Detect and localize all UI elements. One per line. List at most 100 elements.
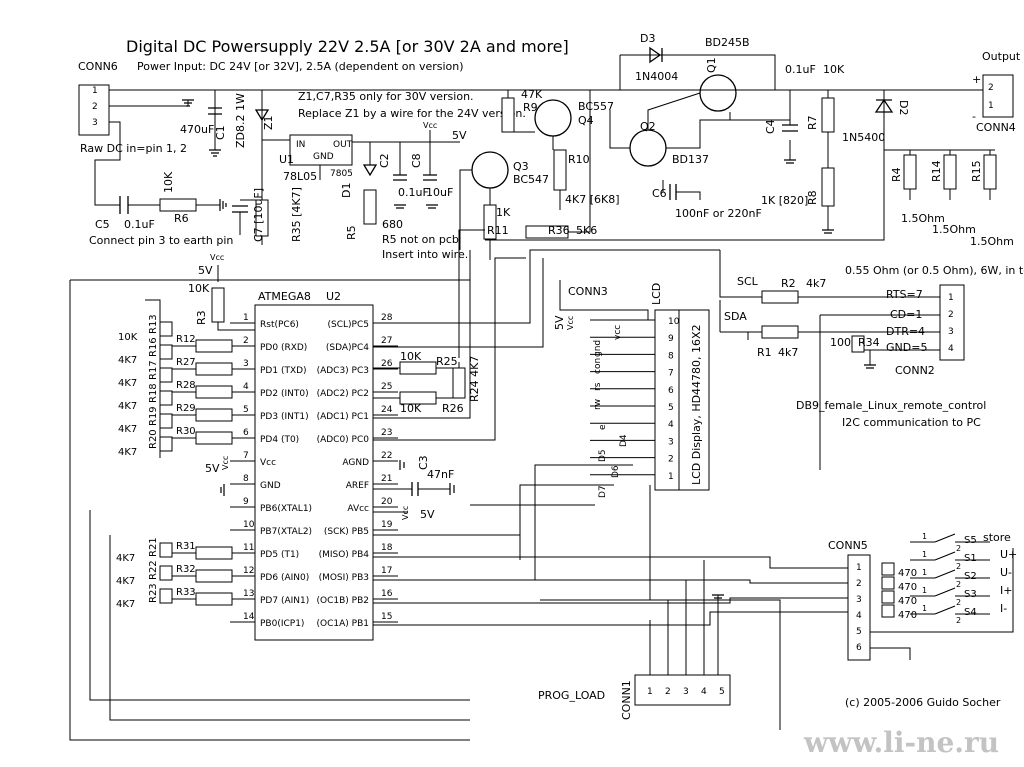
mcu-pin-number: 2 [243, 336, 249, 346]
lcd-signal-label: D5 [598, 449, 608, 462]
lcd-signal-label: D6 [611, 465, 621, 478]
iplus-label: I+ [1000, 584, 1012, 597]
mcu-pin-name: PD5 (T1) [260, 550, 299, 560]
pd-series-resistor [195, 408, 233, 422]
r6-value: 10K [162, 171, 175, 193]
c3-label: C3 [417, 455, 430, 470]
r26-label: R26 [442, 402, 464, 415]
d3-loop [619, 54, 776, 90]
mcu-pin-name: Rst(PC6) [260, 320, 299, 330]
q2-transistor [629, 129, 667, 167]
c6-value: 100nF or 220nF [675, 207, 762, 220]
lcd-connector [654, 309, 680, 491]
r36-label: R36 [548, 224, 570, 237]
mcu-pin-name: GND [260, 481, 281, 491]
driver-wires [459, 90, 591, 260]
z1-value: ZD8.2 1W [234, 93, 247, 148]
z1-lead [261, 90, 290, 141]
c5-label: C5 [95, 218, 110, 231]
agnd-symbol [399, 460, 405, 470]
q2-type: BD137 [672, 153, 709, 166]
mcu-pin-number: 4 [243, 382, 249, 392]
c3-ground [449, 483, 455, 495]
r24-label: R24 4K7 [468, 356, 481, 402]
lcd-pin-number: 5 [668, 403, 674, 413]
pd-pullup-resistor-value: 4K7 [116, 599, 135, 610]
r15-label: R15 [970, 160, 983, 182]
switch-resistor [881, 562, 895, 576]
earth-note: Connect pin 3 to earth pin [89, 234, 233, 247]
lcd-pin-number: 10 [668, 317, 680, 327]
switch-blade [934, 569, 956, 579]
switch-pin-1: 1 [922, 586, 927, 595]
c4-value: 0.1uF [785, 63, 816, 76]
output-label: Output [982, 50, 1021, 63]
pd-pullup-resistor-label: R18 [148, 383, 159, 403]
mcu-pin-name: PB6(XTAL1) [260, 504, 312, 514]
mcu-pin-number: 6 [243, 428, 249, 438]
mcu-pin-name: Vcc [260, 458, 276, 468]
mcu-pin-number: 28 [381, 313, 393, 323]
power-stage-wires [609, 89, 940, 149]
pd-pullup-resistor [159, 344, 173, 360]
lcd-signal-label: rs [593, 382, 603, 391]
conn1-pin-number: 3 [683, 687, 689, 697]
mcu-pin-number: 11 [243, 543, 254, 553]
r3-label: R3 [195, 310, 208, 325]
r25-label: R25 [436, 355, 458, 368]
mcu-pin-name: PB7(XTAL2) [260, 527, 312, 537]
r7-label: R7 [806, 115, 819, 130]
mcu-gnd-symbol [220, 484, 225, 496]
d1-led-symbol [362, 164, 378, 177]
conn1-label: CONN1 [620, 680, 633, 720]
switch-pin-1: 1 [922, 550, 927, 559]
c7-symbol [232, 205, 248, 213]
lcd-signal-label: rw [593, 399, 603, 410]
q3-transistor [471, 151, 509, 189]
pd-series-resistor-label: R30 [176, 426, 196, 437]
mcu-pin-number: 21 [381, 474, 392, 484]
mcu-pin-number: 20 [381, 497, 393, 507]
conn1-body [634, 674, 731, 706]
conn2-wires [719, 250, 940, 470]
d3-symbol [649, 46, 663, 64]
switch-resistor-value: 470 [898, 596, 917, 607]
conn1-wires [649, 560, 719, 675]
r3-value: 10K [188, 282, 210, 295]
conn2-body [939, 284, 965, 361]
u1-vcc: Vcc [423, 121, 437, 130]
r8-resistor [821, 167, 835, 207]
c1-value: 470uF [180, 123, 214, 136]
mcu-pin-number: 14 [243, 612, 255, 622]
pd-pullup-resistor-value: 4K7 [118, 447, 137, 458]
switch-pin-1: 1 [922, 568, 927, 577]
pd-pullup-resistor [159, 390, 173, 406]
switch-blade [934, 587, 956, 597]
pd-series-resistor-label: R28 [176, 380, 196, 391]
switch-pin-2: 2 [956, 598, 961, 607]
conn4-pin2: 2 [988, 83, 994, 93]
r5-label: R5 [345, 225, 358, 240]
u1-gnd: GND [313, 152, 334, 162]
conn2-label: CONN2 [895, 364, 935, 377]
c8-label: C8 [410, 153, 423, 168]
r25-resistor [399, 361, 437, 375]
power-grounds [784, 159, 834, 234]
conn2-pin-number: 1 [948, 293, 954, 303]
switch-resistor-value: 470 [898, 610, 917, 621]
c5-symbol [119, 196, 129, 214]
pd-pullup-resistor-label: R20 [148, 429, 159, 449]
pd-series-resistor-label: R33 [176, 587, 196, 598]
conn1-pin-number: 2 [665, 687, 671, 697]
c4-symbol [782, 124, 798, 132]
mcu-5v-top: 5V [198, 264, 213, 277]
r11-label: R11 [487, 224, 509, 237]
conn5-label: CONN5 [828, 539, 868, 552]
c7-r35-leads [239, 212, 263, 245]
pd-pullup-resistor [159, 542, 173, 558]
lcd-5v: 5V [553, 315, 566, 330]
